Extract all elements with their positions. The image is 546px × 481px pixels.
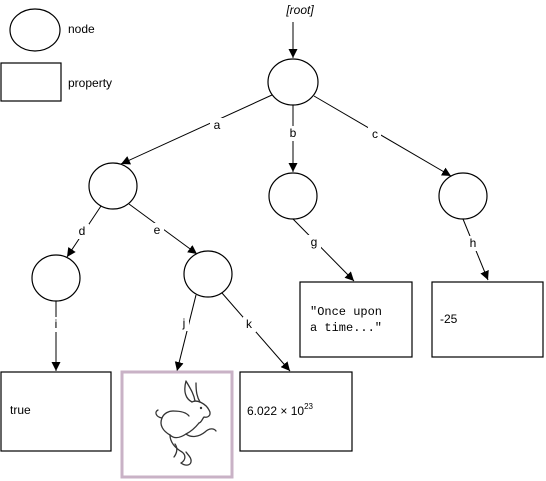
property-k-exponent: 23 [304,402,313,411]
edge-label-k: k [246,317,253,331]
edge-label-j: j [182,316,186,330]
property-i-value: true [10,403,31,417]
node-e [183,250,233,298]
edge-label-h: h [470,236,477,250]
property-h-value: -25 [440,312,458,326]
property-k-value: 6.022 × 1023 [247,402,314,418]
edge-label-g: g [311,235,318,249]
legend-node-shape [9,8,61,52]
property-k-base: 6.022 × 10 [247,404,304,418]
node-c [438,172,488,220]
edge-j [174,294,197,372]
property-g-line2: a time..." [310,321,382,335]
edge-label-c: c [372,127,378,141]
root-node [267,58,319,106]
edge-c [313,95,452,177]
legend-property-shape [0,62,62,102]
edge-label-a: a [214,118,221,132]
property-i [0,371,112,452]
edge-label-d: d [79,224,86,238]
legend-node-label: node [68,22,95,36]
property-g [299,281,413,358]
rabbit-icon [155,380,217,466]
property-j [120,370,234,479]
node-a [88,162,138,210]
edge-label-b: b [290,126,297,140]
edge-a [120,94,273,165]
edge-label-e: e [154,223,161,237]
root-label: [root] [285,3,314,17]
node-d [31,254,81,302]
property-h [431,281,544,358]
edge-label-i: i [55,317,58,331]
edge-g [292,218,355,282]
legend-property-label: property [68,76,112,90]
node-b [268,172,318,220]
property-g-line1: "Once upon [310,305,382,319]
property-k [239,371,353,452]
